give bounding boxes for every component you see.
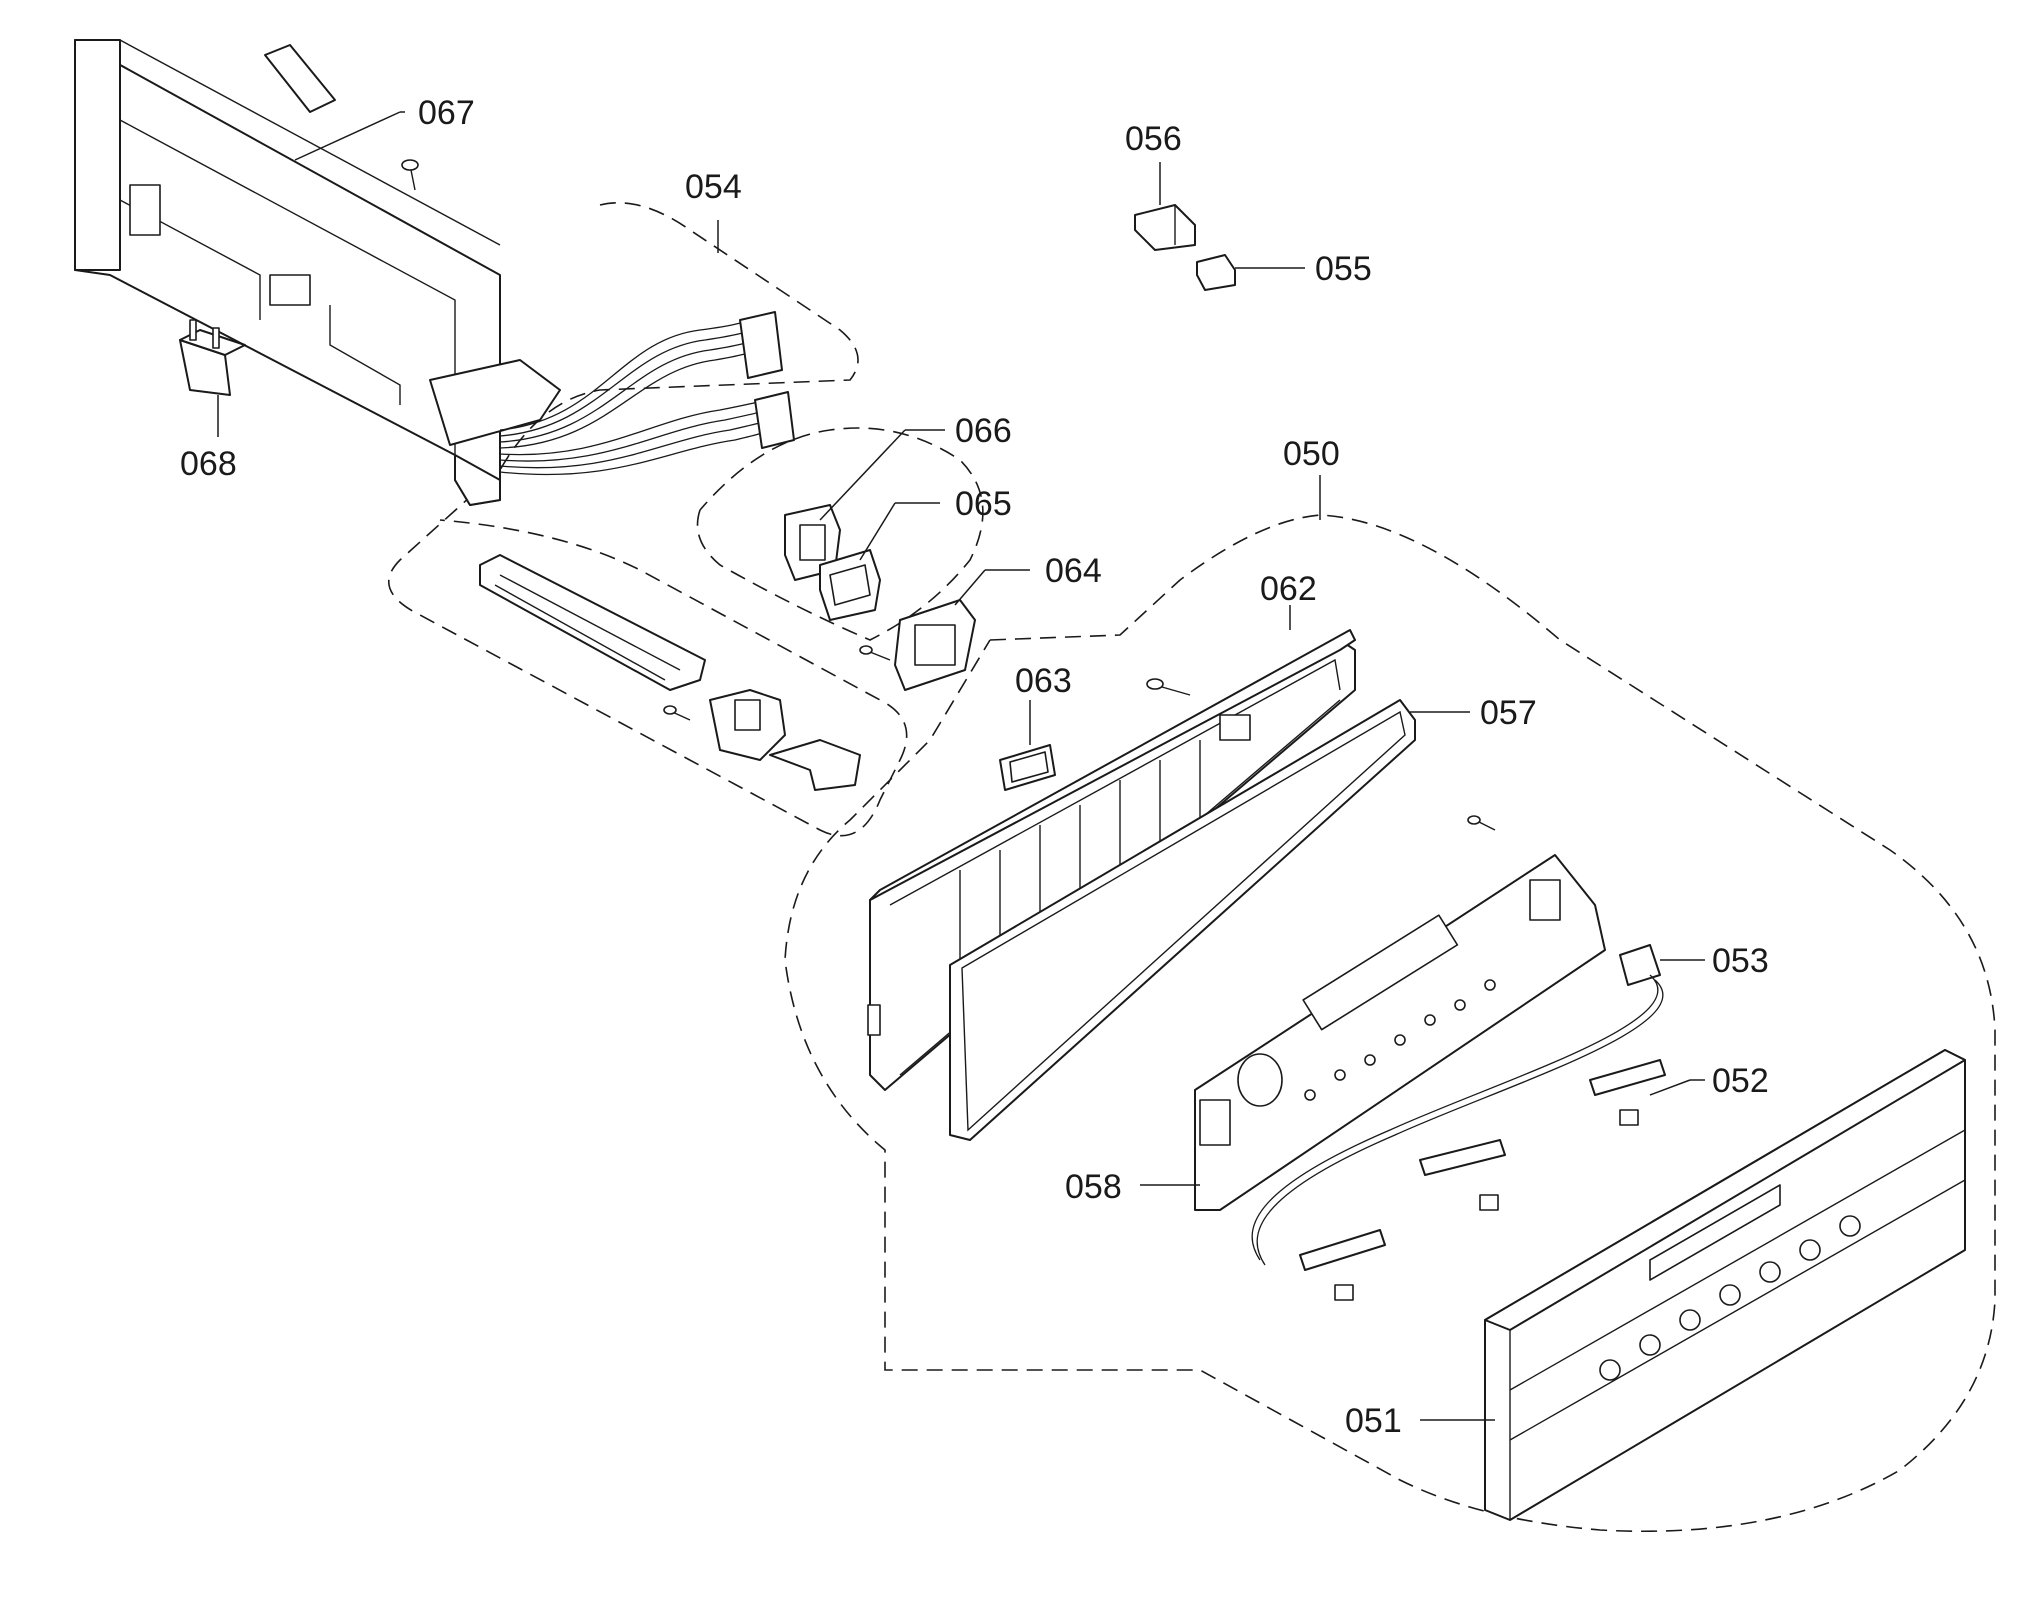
callout-050: 050 xyxy=(1283,435,1340,473)
part-065-cap xyxy=(819,549,881,621)
part-064-frame xyxy=(894,599,976,691)
callout-052: 052 xyxy=(1712,1062,1769,1100)
part-055 xyxy=(1196,254,1236,291)
part-052-button-a xyxy=(1589,1059,1666,1126)
part-058-screw xyxy=(1467,815,1496,831)
part-057-seal xyxy=(949,699,1416,1141)
group-054-outline xyxy=(388,202,908,837)
callout-054: 054 xyxy=(685,168,742,206)
callout-058: 058 xyxy=(1065,1168,1122,1206)
callout-056: 056 xyxy=(1125,120,1182,158)
part-053-cable-connector xyxy=(1251,944,1664,1266)
part-058-circuit-board xyxy=(1194,854,1606,1211)
part-052-button-c xyxy=(1299,1229,1386,1301)
part-066-switch xyxy=(784,504,841,581)
group-066-outline xyxy=(696,427,984,641)
part-054-screw xyxy=(663,705,691,721)
callout-055: 055 xyxy=(1315,250,1372,288)
part-063-gasket xyxy=(999,744,1056,791)
callout-051: 051 xyxy=(1345,1402,1402,1440)
group-050-outline xyxy=(784,514,1996,1533)
part-054-clip xyxy=(769,739,861,791)
part-054-wire-harness xyxy=(499,311,795,476)
part-064-screw xyxy=(859,645,891,661)
callout-067: 067 xyxy=(418,94,475,132)
part-067-bracket xyxy=(74,39,561,506)
part-054-slider-bar xyxy=(479,554,706,691)
callout-066: 066 xyxy=(955,412,1012,450)
part-051-front-panel xyxy=(1484,1049,1966,1521)
part-068-connector xyxy=(179,319,246,396)
callout-065: 065 xyxy=(955,485,1012,523)
callout-053: 053 xyxy=(1712,942,1769,980)
callout-067-leader xyxy=(294,111,401,161)
callout-062: 062 xyxy=(1260,570,1317,608)
part-056 xyxy=(1134,204,1196,251)
callout-064: 064 xyxy=(1045,552,1102,590)
callout-068: 068 xyxy=(180,445,237,483)
part-062-screw xyxy=(1146,678,1191,696)
part-067-screw xyxy=(401,159,419,191)
part-052-button-b xyxy=(1419,1139,1506,1211)
callout-057: 057 xyxy=(1480,694,1537,732)
callout-063: 063 xyxy=(1015,662,1072,700)
part-054-latch xyxy=(709,689,786,761)
part-067-small-clip xyxy=(264,44,336,113)
